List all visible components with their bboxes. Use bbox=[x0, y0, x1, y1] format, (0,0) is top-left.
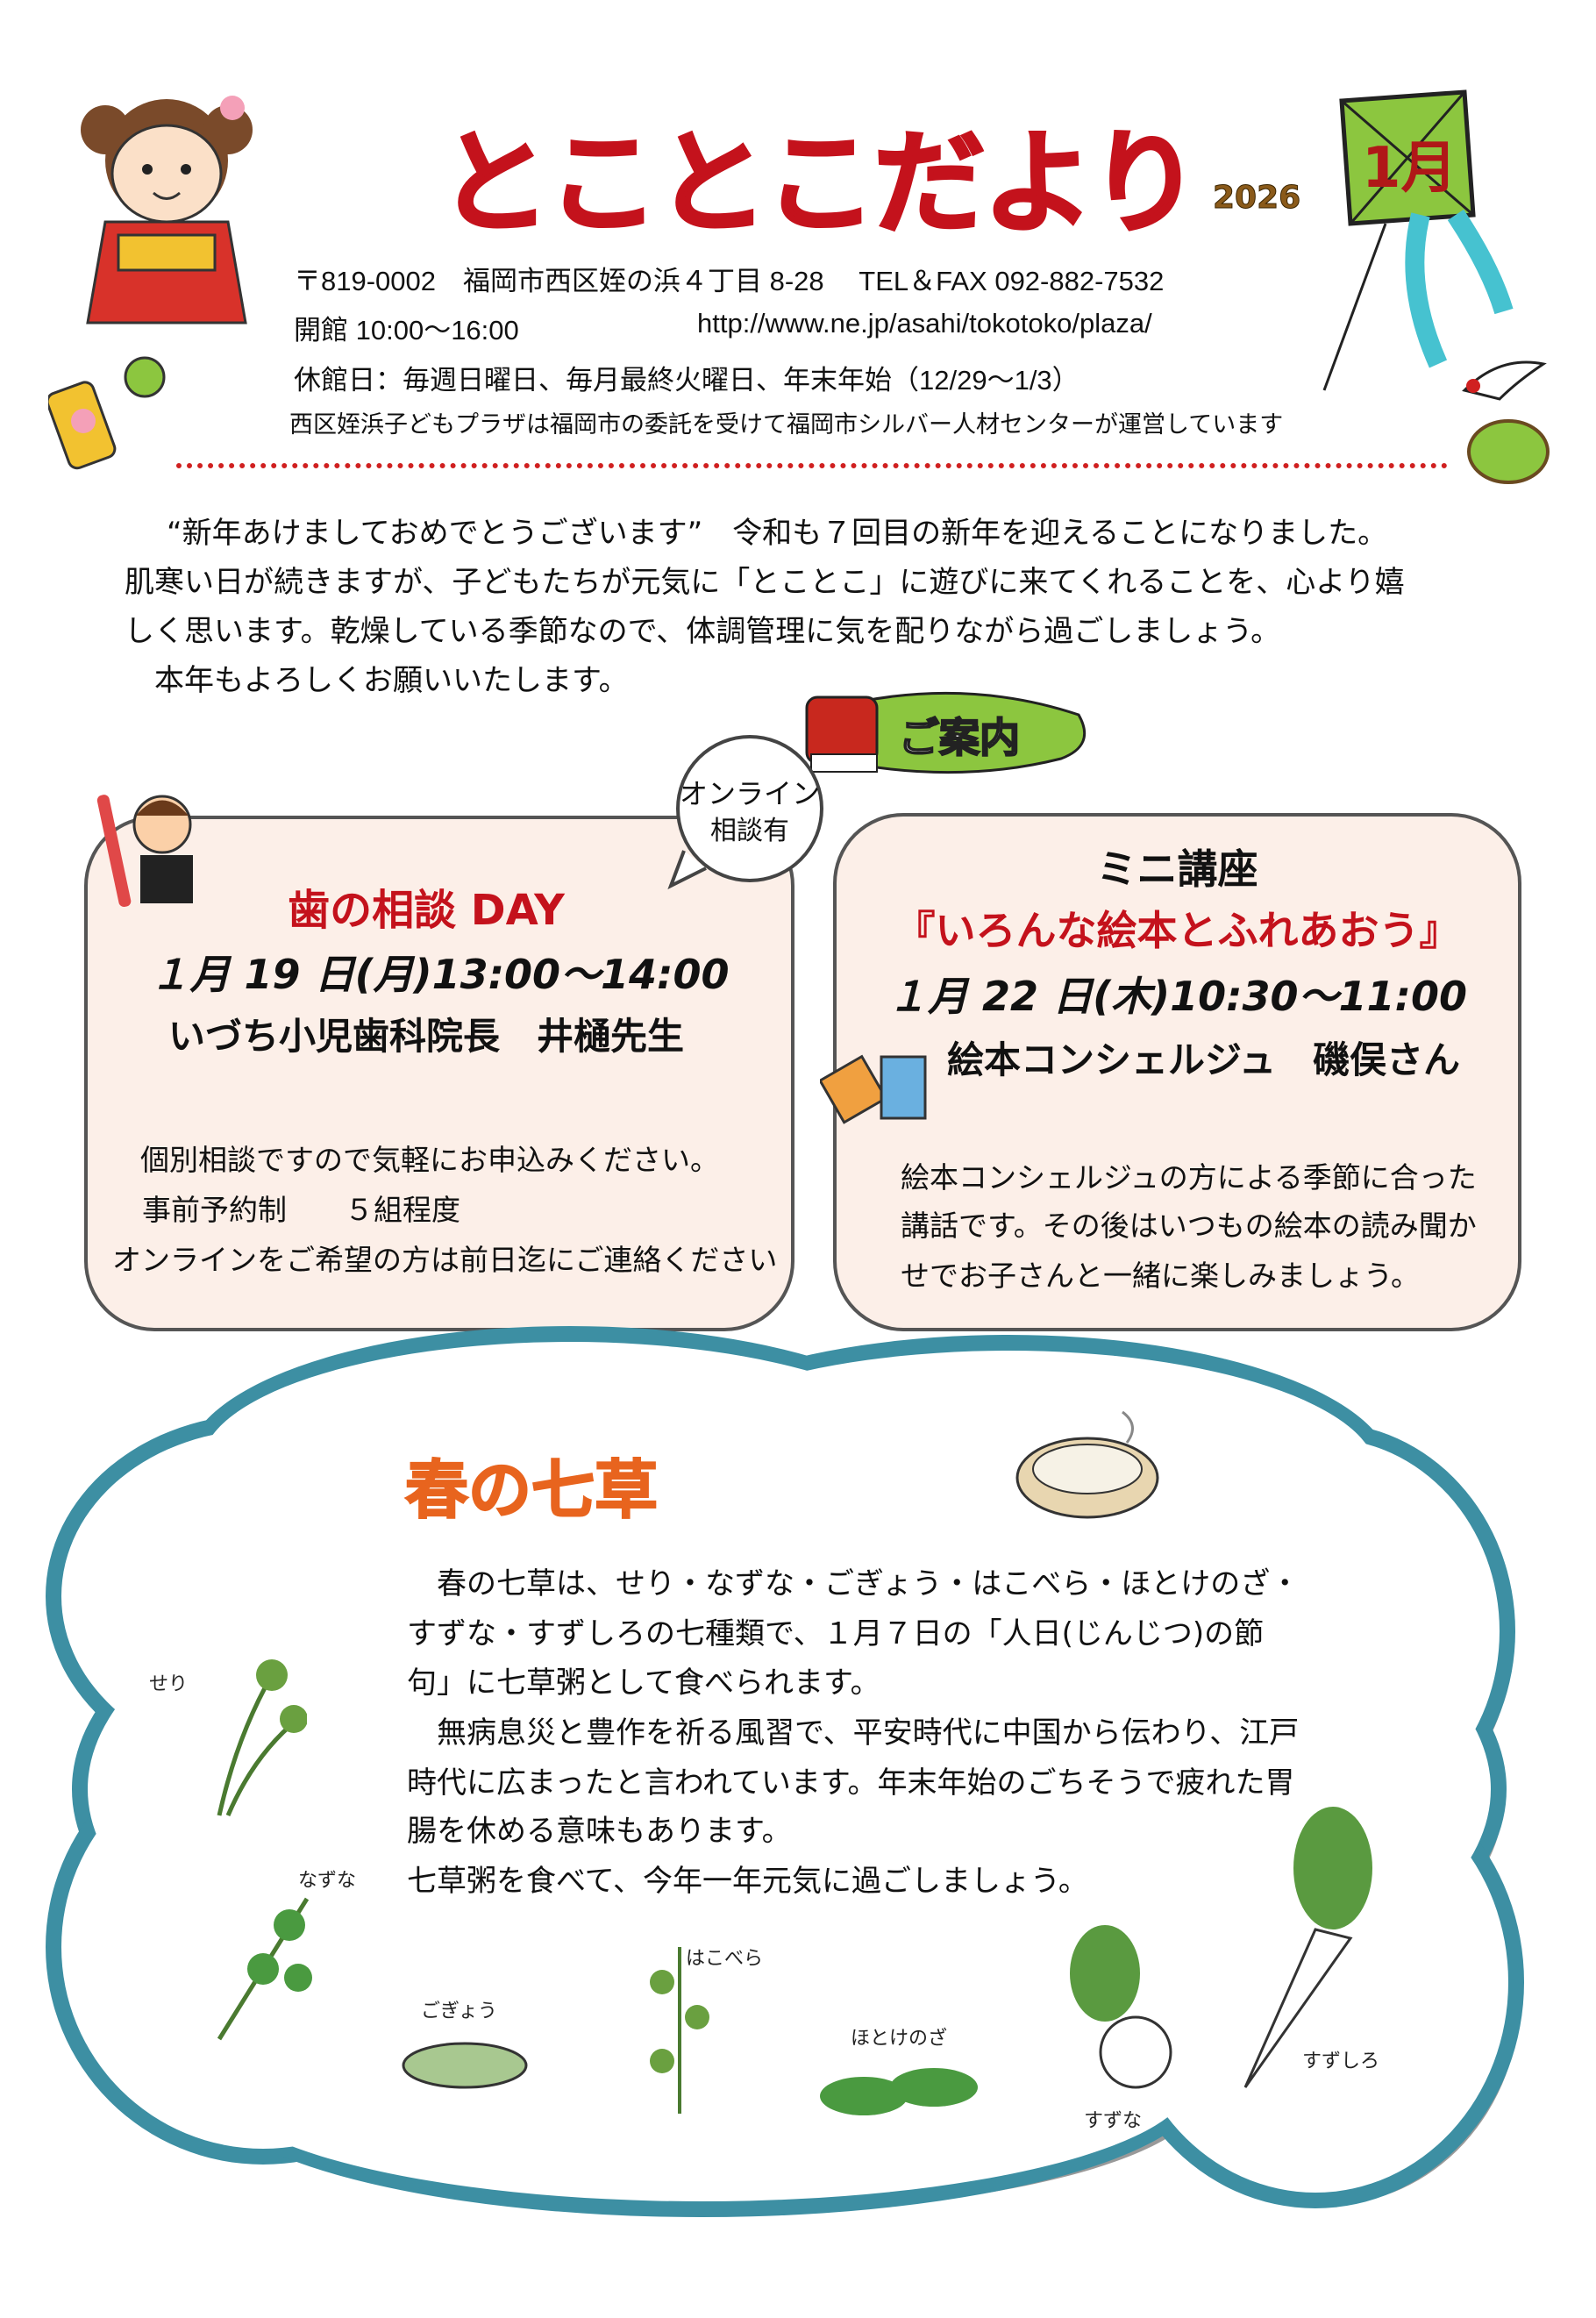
dental-date: １月 19 日(月)13:00〜14:00 bbox=[149, 951, 730, 998]
address-line: 〒819-0002 福岡市西区姪の浜４丁目 8-28 TEL＆FAX 092-8… bbox=[294, 266, 1165, 296]
dental-speaker: いづち小児歯科院長 井樋先生 bbox=[167, 1015, 684, 1058]
herb-label-suzuna: すずな bbox=[1084, 2110, 1143, 2132]
mini-lecture-card bbox=[833, 813, 1521, 1331]
nanakusa-body-line: 腸を休める意味もあります。 bbox=[407, 1814, 792, 1849]
seri-illustration bbox=[217, 1659, 307, 1816]
nanakusa-cloud-frame bbox=[46, 1326, 1524, 2217]
month-label: 1月 bbox=[1362, 136, 1457, 201]
dental-consultation-card bbox=[84, 816, 794, 1331]
website-link[interactable]: http://www.ne.jp/asahi/tokotoko/plaza/ bbox=[697, 308, 1152, 339]
lecture-body-line: 絵本コンシェルジュの方による季節に合った bbox=[901, 1160, 1477, 1195]
dental-note: 個別相談ですので気軽にお申込みください。 bbox=[140, 1143, 719, 1177]
picture-book-icon bbox=[820, 1054, 927, 1124]
closed-days: 休館日：毎週日曜日、毎月最終火曜日、年末年始（12/29〜1/3） bbox=[294, 365, 1079, 396]
nanakusa-body-line: 句」に七草粥として食べられます。 bbox=[407, 1665, 880, 1701]
nanakusa-body-line: 時代に広まったと言われています。年末年始のごちそうで疲れた胃 bbox=[407, 1765, 1295, 1801]
hagoita-illustration bbox=[48, 356, 166, 470]
nazuna-illustration bbox=[217, 1897, 312, 2041]
guide-label: ご案内 bbox=[898, 713, 1021, 762]
year-label: 2026 bbox=[1212, 180, 1301, 217]
dotted-divider bbox=[176, 463, 1448, 468]
newsletter-title: とことこだより bbox=[437, 118, 1201, 251]
intro-line: 本年もよろしくお願いいたします。 bbox=[125, 663, 629, 698]
nanakusa-body-line: 七草粥を食べて、今年一年元気に過ごしましょう。 bbox=[407, 1864, 1088, 1899]
herb-label-seri: せり bbox=[149, 1673, 189, 1695]
opening-hours: 開館 10:00〜16:00 bbox=[294, 315, 519, 346]
dental-online-note: オンラインをご希望の方は前日迄にご連絡ください bbox=[112, 1243, 778, 1277]
nanakusa-title: 春の七草 bbox=[404, 1452, 659, 1528]
intro-line: 肌寒い日が続きますが、子どもたちが元気に「とことこ」に遊びに来てくれることを、心… bbox=[125, 565, 1405, 600]
lecture-title: 『いろんな絵本とふれあおう』 bbox=[894, 907, 1460, 954]
lion-dance-guide-icon bbox=[805, 691, 1087, 774]
speech-bubble bbox=[667, 735, 823, 890]
intro-line: しく思います。乾燥している季節なので、体調管理に気を配りながら過ごしましょう。 bbox=[125, 614, 1281, 649]
dental-title: 歯の相談 DAY bbox=[288, 886, 565, 935]
toothbrush-boy-icon bbox=[96, 795, 193, 908]
nanakusa-body-line: すずな・すずしろの七種類で、１月７日の「人日(じんじつ)の節 bbox=[407, 1616, 1265, 1651]
online-badge-line: 相談有 bbox=[710, 816, 789, 846]
crane-turtle-illustration bbox=[1462, 360, 1550, 484]
herb-label-gogyo: ごぎょう bbox=[421, 2001, 497, 2022]
lecture-date: １月 22 日(木)10:30〜11:00 bbox=[887, 973, 1467, 1020]
gogyo-illustration bbox=[402, 2042, 528, 2089]
herb-label-nazuna: なずな bbox=[298, 1870, 357, 1892]
suzuna-illustration bbox=[1070, 1925, 1172, 2089]
intro-line: “新年あけましておめでとうございます” 令和も７回目の新年を迎えることになりまし… bbox=[167, 516, 1388, 551]
kite-icon bbox=[1322, 89, 1514, 391]
nanakusa-body-line: 無病息災と豊作を祈る風習で、平安時代に中国から伝わり、江戸 bbox=[407, 1715, 1300, 1751]
lecture-speaker: 絵本コンシェルジュ 磯俣さん bbox=[946, 1038, 1461, 1081]
lecture-body-line: 講話です。その後はいつもの絵本の読み聞か bbox=[901, 1209, 1477, 1243]
hakobera-illustration bbox=[650, 1947, 709, 2114]
online-badge-line: オンライン bbox=[680, 777, 821, 810]
nanakusa-porridge-icon bbox=[1015, 1410, 1159, 1519]
lecture-heading: ミニ講座 bbox=[1096, 845, 1258, 893]
lecture-body-line: せでお子さんと一緒に楽しみましょう。 bbox=[901, 1259, 1421, 1293]
girl-kimono-illustration bbox=[81, 96, 253, 325]
nanakusa-body-line: 春の七草は、せり・なずな・ごぎょう・はこべら・ほとけのざ・ bbox=[407, 1566, 1300, 1601]
dental-reservation: 事前予約制 ５組程度 bbox=[142, 1193, 460, 1227]
operator-notice: 西区姪浜子どもプラザは福岡市の委託を受けて福岡市シルバー人材センターが運営してい… bbox=[289, 411, 1284, 439]
herb-label-suzushiro: すずしろ bbox=[1302, 2051, 1380, 2072]
suzushiro-illustration bbox=[1243, 1807, 1372, 2088]
herb-label-hakobera: はこべら bbox=[686, 1948, 764, 1970]
herb-label-hotokenoza: ほとけのざ bbox=[851, 2028, 948, 2050]
hotokenoza-illustration bbox=[820, 2068, 978, 2115]
